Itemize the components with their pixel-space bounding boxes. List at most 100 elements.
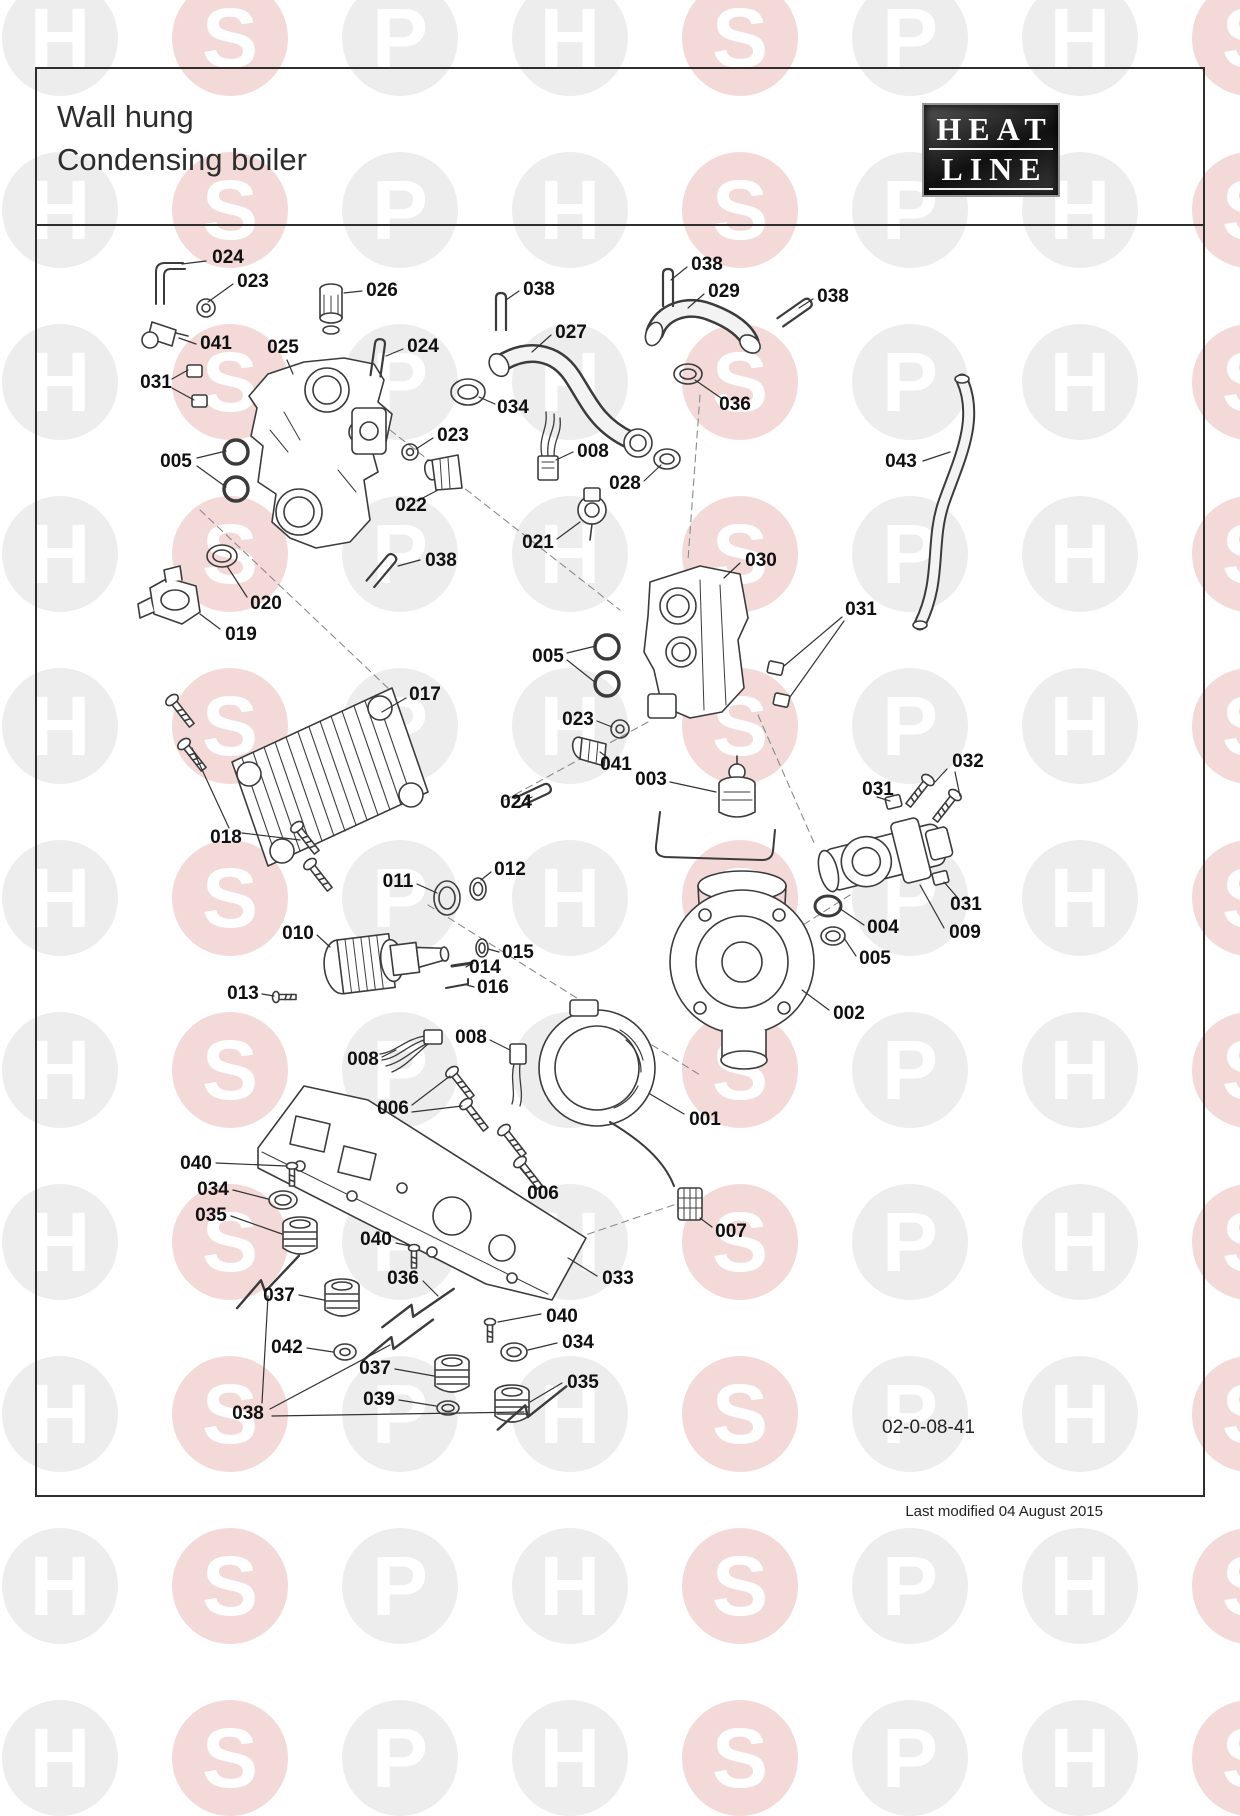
heatline-logo: HEAT LINE [922, 103, 1060, 197]
part-label-010: 010 [282, 923, 314, 944]
part-cap-026 [319, 283, 343, 335]
part-label-011: 011 [382, 871, 414, 892]
part-valve-041-a [141, 321, 189, 349]
part-oring-034-c [500, 1342, 528, 1362]
page-title-line1: Wall hung [57, 99, 194, 134]
part-heat-exchanger-017 [231, 687, 429, 867]
part-label-022: 022 [395, 495, 427, 516]
part-grommet-042 [333, 1343, 357, 1361]
part-label-005: 005 [532, 646, 564, 667]
part-oring-005-b [593, 633, 621, 698]
part-harness-008-b [509, 1043, 527, 1107]
part-plate-033 [257, 1085, 587, 1301]
part-label-009: 009 [949, 922, 981, 943]
part-label-031: 031 [950, 894, 982, 915]
part-label-034: 034 [197, 1179, 229, 1200]
watermark-letter-h: H [2, 496, 118, 612]
part-label-038: 038 [523, 279, 555, 300]
watermark-letter-s: S [172, 1356, 288, 1472]
watermark-letter-h: H [2, 152, 118, 268]
watermark-letter-p: P [852, 1012, 968, 1128]
part-label-001: 001 [689, 1109, 721, 1130]
watermark-letter-p: P [852, 1528, 968, 1644]
part-fitting-022 [423, 454, 463, 491]
watermark-letter-h: H [1022, 1012, 1138, 1128]
watermark-letter-h: H [2, 1012, 118, 1128]
part-oring-005-c [820, 926, 846, 946]
part-label-042: 042 [271, 1337, 303, 1358]
part-label-023: 023 [562, 709, 594, 730]
watermark-letter-h: H [2, 324, 118, 440]
part-washer-023-a [196, 298, 216, 318]
part-label-005: 005 [859, 948, 891, 969]
part-label-006: 006 [527, 1183, 559, 1204]
part-label-017: 017 [409, 684, 441, 705]
part-label-004: 004 [867, 917, 899, 938]
part-label-006: 006 [377, 1098, 409, 1119]
part-label-008: 008 [347, 1049, 379, 1070]
watermark-letter-s: S [682, 152, 798, 268]
part-oring-020 [206, 544, 238, 568]
part-label-037: 037 [359, 1358, 391, 1379]
part-oring-011 [433, 880, 461, 916]
part-label-034: 034 [562, 1332, 594, 1353]
part-label-008: 008 [577, 441, 609, 462]
part-flexpipe-043 [912, 373, 976, 631]
watermark-letter-s: S [172, 1528, 288, 1644]
watermark-letter-s: S [172, 840, 288, 956]
doc-number: 02-0-08-41 [882, 1417, 975, 1438]
part-pipe-027 [488, 344, 653, 458]
part-washer-023-b [401, 443, 419, 461]
part-airvent-003 [654, 755, 776, 861]
part-oring-012 [469, 877, 487, 901]
header-separator [37, 224, 1203, 226]
part-label-020: 020 [250, 593, 282, 614]
heatline-logo-line: LINE [929, 148, 1053, 190]
part-oring-015 [475, 938, 489, 958]
part-fitting-019 [137, 565, 201, 625]
part-label-030: 030 [745, 550, 777, 571]
part-label-015: 015 [502, 942, 534, 963]
watermark-letter-s: S [172, 152, 288, 268]
part-label-038: 038 [425, 550, 457, 571]
watermark-letter-h: H [1022, 668, 1138, 784]
part-oring-039 [436, 1400, 460, 1416]
watermark-letter-p: P [852, 1184, 968, 1300]
part-label-038: 038 [691, 254, 723, 275]
part-clip-031-d [931, 869, 950, 886]
watermark-letter-p: P [342, 152, 458, 268]
page-title: Wall hung Condensing boiler [57, 95, 307, 181]
part-valve-assembly-009 [817, 817, 954, 893]
watermark-letter-h: H [512, 152, 628, 268]
watermark-letter-h: H [2, 840, 118, 956]
part-label-039: 039 [363, 1389, 395, 1410]
watermark-letter-s: S [172, 1012, 288, 1128]
part-valvebody-030 [643, 565, 749, 719]
watermark-letter-p: P [342, 0, 458, 96]
watermark-letter-s: S [682, 1528, 798, 1644]
heatline-logo-heat: HEAT [936, 111, 1053, 147]
part-label-008: 008 [455, 1027, 487, 1048]
part-pipe-029 [644, 299, 761, 354]
part-label-028: 028 [609, 473, 641, 494]
watermark-letter-h: H [2, 668, 118, 784]
part-label-036: 036 [387, 1268, 419, 1289]
watermark-letter-h: H [512, 840, 628, 956]
part-label-027: 027 [555, 322, 587, 343]
part-label-029: 029 [708, 281, 740, 302]
watermark-letter-p: P [852, 0, 968, 96]
watermark-letter-p: P [852, 1356, 968, 1472]
part-label-026: 026 [366, 280, 398, 301]
part-label-005: 005 [160, 451, 192, 472]
part-label-024: 024 [500, 792, 532, 813]
part-clip-031-a [186, 364, 208, 408]
part-label-036: 036 [719, 394, 751, 415]
watermark-letter-s: S [682, 0, 798, 96]
part-label-032: 032 [952, 751, 984, 772]
part-label-013: 013 [227, 983, 259, 1004]
part-oring-036-a [673, 363, 703, 385]
part-pin-014 [450, 961, 474, 968]
part-label-035: 035 [195, 1205, 227, 1226]
part-label-024: 024 [212, 247, 244, 268]
